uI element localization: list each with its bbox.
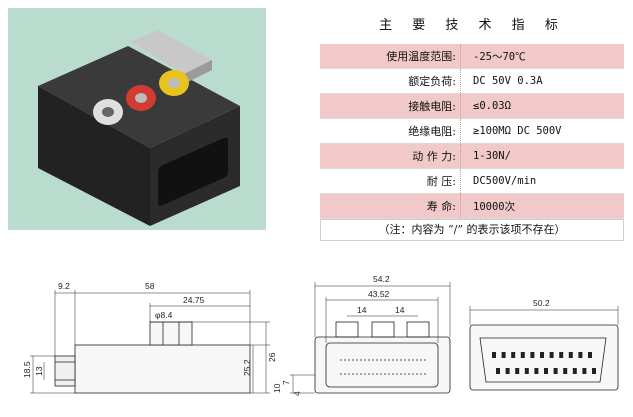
dim-label: 7 xyxy=(281,380,291,385)
dim-label: 26 xyxy=(267,352,277,362)
spec-table: 使用温度范围:-25～70℃ 额定负荷:DC 50V 0.3A 接触电阻:≤0.… xyxy=(320,44,624,219)
connector-pin xyxy=(572,368,577,374)
dim-label: 58 xyxy=(145,281,155,291)
connector-pin xyxy=(492,352,496,358)
connector-pin xyxy=(563,368,568,374)
dim-label: 4 xyxy=(292,391,302,396)
connector-pin xyxy=(568,352,573,358)
connector-pin xyxy=(496,368,500,374)
dim-label: φ8.4 xyxy=(155,310,173,320)
dim-label: 14 xyxy=(357,305,367,315)
connector-pin xyxy=(544,368,548,374)
dim-label: 50.2 xyxy=(533,298,550,308)
front-view-drawing xyxy=(290,282,451,394)
connector-pin xyxy=(592,368,596,374)
table-row: 绝缘电阻:≥100MΩ DC 500V xyxy=(320,118,624,144)
table-row: 耐 压:DC500V/min xyxy=(320,168,624,194)
dim-label: 14 xyxy=(395,305,405,315)
pin-grid xyxy=(492,352,596,374)
connector-pin xyxy=(559,352,564,358)
connector-pin xyxy=(549,352,554,358)
dim-label: 9.2 xyxy=(58,281,70,291)
table-row: 动 作 力:1-30N/ xyxy=(320,143,624,169)
connector-pin xyxy=(578,352,583,358)
connector-pin xyxy=(524,368,529,374)
table-row: 接触电阻:≤0.03Ω xyxy=(320,93,624,119)
product-photo xyxy=(8,8,266,230)
connector-pin xyxy=(540,352,544,358)
dim-label: 10 xyxy=(272,383,282,393)
table-row: 使用温度范围:-25～70℃ xyxy=(320,44,624,69)
spec-title: 主 要 技 术 指 标 xyxy=(379,18,566,33)
dim-label: 25.2 xyxy=(242,359,252,376)
dim-label: 54.2 xyxy=(373,274,390,284)
side-view-drawing xyxy=(30,290,270,394)
table-row: 额定负荷:DC 50V 0.3A xyxy=(320,68,624,94)
connector-pin xyxy=(534,368,539,374)
dim-label: 43.52 xyxy=(368,289,390,299)
connector-pin xyxy=(530,352,535,358)
connector-pin xyxy=(520,352,525,358)
connector-pin xyxy=(582,368,587,374)
connector-pin xyxy=(553,368,558,374)
scart-adapter-illustration xyxy=(38,30,240,226)
table-row: 寿 命:10000次 xyxy=(320,193,624,219)
dim-label: 13 xyxy=(34,366,44,376)
dim-label: 18.5 xyxy=(22,361,32,378)
dim-label: 24.75 xyxy=(183,295,205,305)
connector-pin xyxy=(505,368,510,374)
connector-pin xyxy=(511,352,516,358)
spec-note: （注：内容为 “/” 的表示该项不存在） xyxy=(320,219,624,241)
connector-pin xyxy=(501,352,506,358)
connector-pin xyxy=(588,352,592,358)
connector-pin xyxy=(515,368,520,374)
